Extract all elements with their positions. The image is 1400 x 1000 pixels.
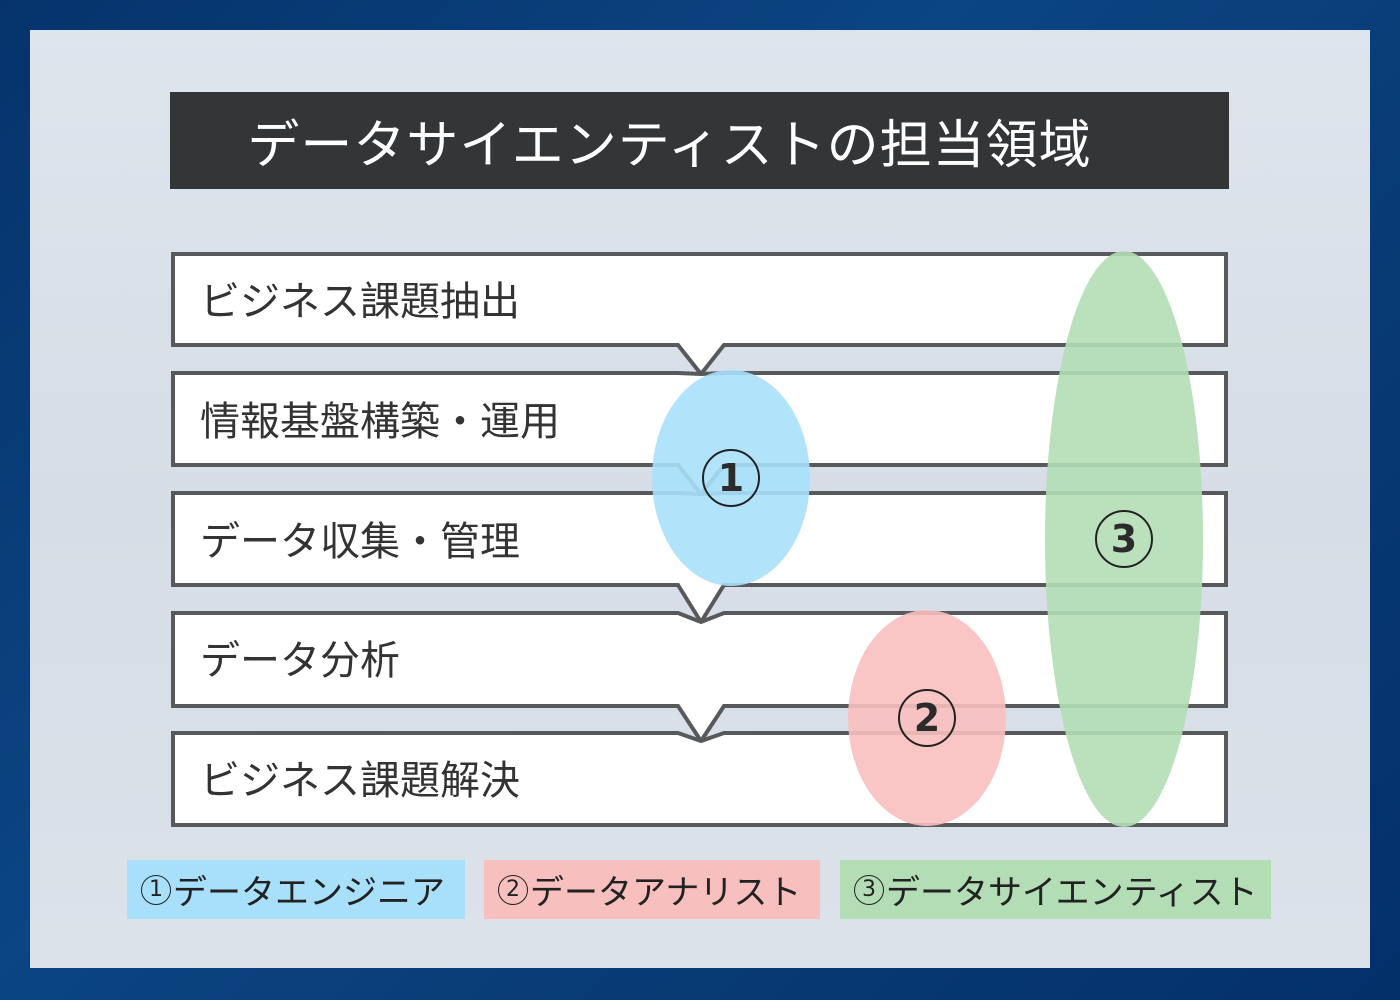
role-number-1: 1	[702, 449, 760, 507]
step-label-data-collection: データ収集・管理	[200, 519, 520, 565]
legend-label-data-analyst: データアナリスト	[530, 873, 802, 913]
legend-label-data-scientist: データサイエンティスト	[886, 873, 1258, 913]
role-number-2: 2	[898, 689, 956, 747]
step-label-data-analysis: データ分析	[200, 638, 400, 684]
step-label-infrastructure: 情報基盤構築・運用	[200, 399, 560, 445]
step-box-1	[171, 252, 1228, 378]
legend-data-scientist: 3 データサイエンティスト	[840, 860, 1271, 919]
step-label-business-issue-solution: ビジネス課題解決	[200, 758, 520, 804]
role-number-3: 3	[1095, 510, 1153, 568]
legend-data-engineer: 1 データエンジニア	[127, 860, 465, 919]
title-bar: データサイエンティストの担当領域	[170, 92, 1229, 189]
page-title: データサイエンティストの担当領域	[247, 116, 1092, 176]
step-label-business-issue-extraction: ビジネス課題抽出	[200, 279, 520, 325]
legend-label-data-engineer: データエンジニア	[173, 873, 445, 913]
legend-data-analyst: 2 データアナリスト	[484, 860, 820, 919]
legend-number-1: 1	[141, 874, 171, 905]
legend-number-3: 3	[854, 874, 884, 905]
legend-number-2: 2	[498, 874, 528, 905]
